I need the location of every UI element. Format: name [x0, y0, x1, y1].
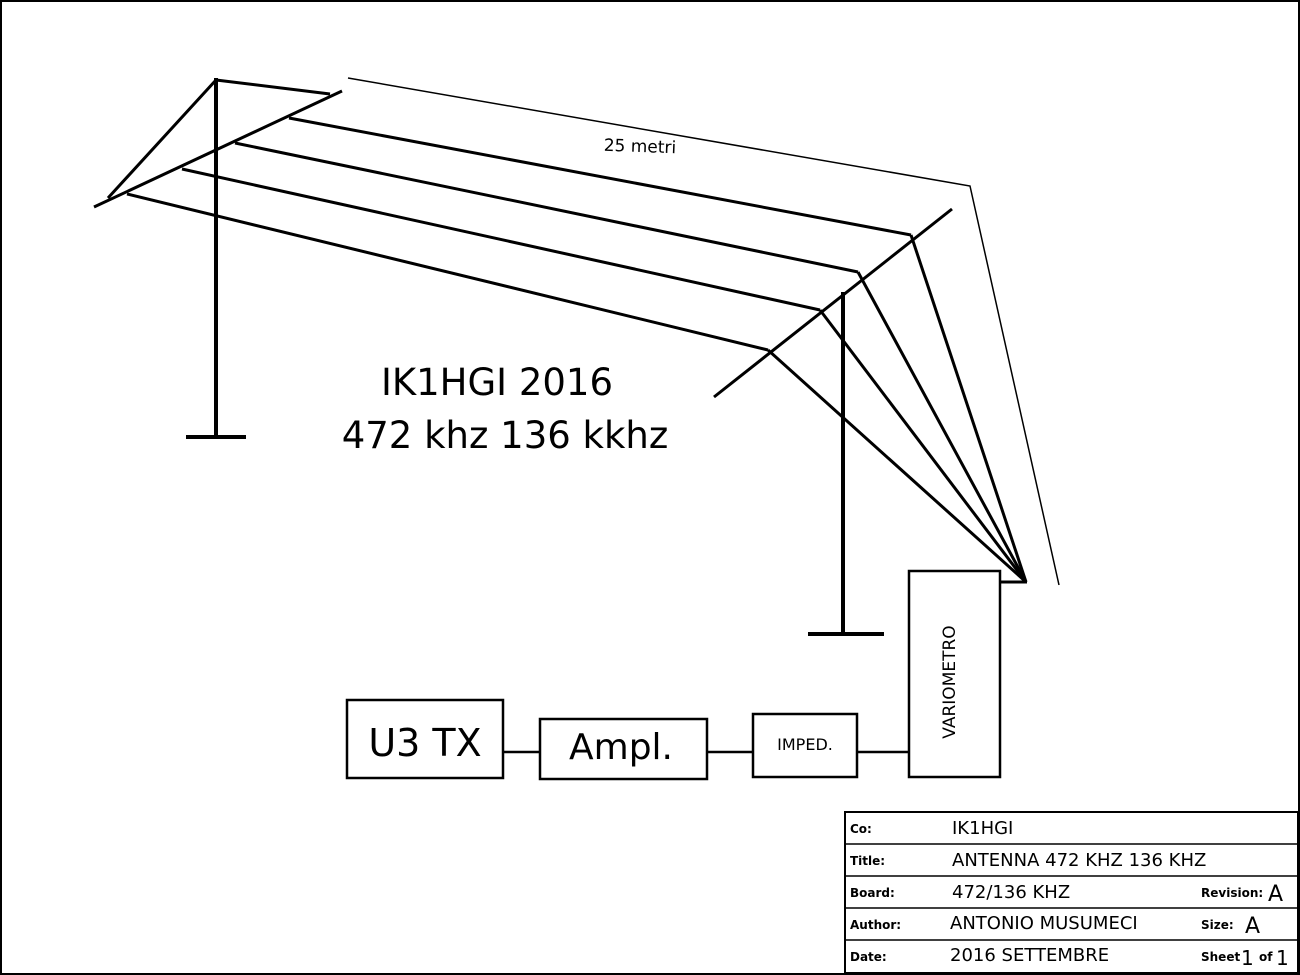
title-label: Title: [850, 854, 885, 868]
variometer-block [907, 569, 1002, 779]
antenna-wires [126, 116, 912, 352]
right-spreader [713, 207, 953, 399]
tx-label: U3 TX [368, 721, 481, 765]
antenna-wire-1 [288, 116, 912, 237]
company-label: Co: [850, 822, 872, 836]
diagram-heading: IK1HGI 2016 [381, 361, 613, 404]
size-label: Size: [1201, 918, 1234, 932]
antenna-wire-2 [234, 141, 859, 274]
date-value: 2016 SETTEMBRE [950, 945, 1109, 966]
impedance-label: IMPED. [777, 735, 833, 754]
left-mast [106, 78, 331, 439]
length-dimension-line [347, 77, 1060, 586]
size-value: A [1245, 914, 1260, 939]
of-label: of [1259, 950, 1273, 964]
down-lead-fan [766, 234, 1028, 584]
amplifier-block [538, 717, 709, 781]
title-block: Co: IK1HGI Title: ANTENNA 472 KHZ 136 KH… [844, 811, 1299, 974]
amplifier-label: Ampl. [569, 727, 673, 768]
impedance-block [751, 712, 859, 779]
company-value: IK1HGI [952, 818, 1013, 839]
transmitter-chain: U3 TX Ampl. IMPED. VARIOMETRO [345, 569, 1002, 781]
date-label: Date: [850, 950, 887, 964]
antenna-wire-3 [181, 167, 821, 312]
left-spreader [93, 89, 343, 209]
sheet-label: Sheet [1201, 950, 1240, 964]
board-label: Board: [850, 886, 895, 900]
diagram-frequencies: 472 khz 136 kkhz [342, 414, 669, 457]
right-mast [808, 292, 884, 636]
antenna-wire-4 [126, 192, 769, 352]
author-label: Author: [850, 918, 901, 932]
tx-block [345, 698, 505, 780]
revision-label: Revision: [1201, 886, 1263, 900]
title-value: ANTENNA 472 KHZ 136 KHZ [952, 850, 1206, 871]
board-value: 472/136 KHZ [952, 882, 1070, 903]
sheet-total: 1 [1276, 946, 1289, 970]
author-value: ANTONIO MUSUMECI [950, 913, 1138, 934]
variometer-label: VARIOMETRO [940, 625, 960, 738]
sheet-number: 1 [1241, 946, 1254, 970]
length-label: 25 metri [603, 136, 676, 159]
revision-value: A [1268, 882, 1283, 907]
